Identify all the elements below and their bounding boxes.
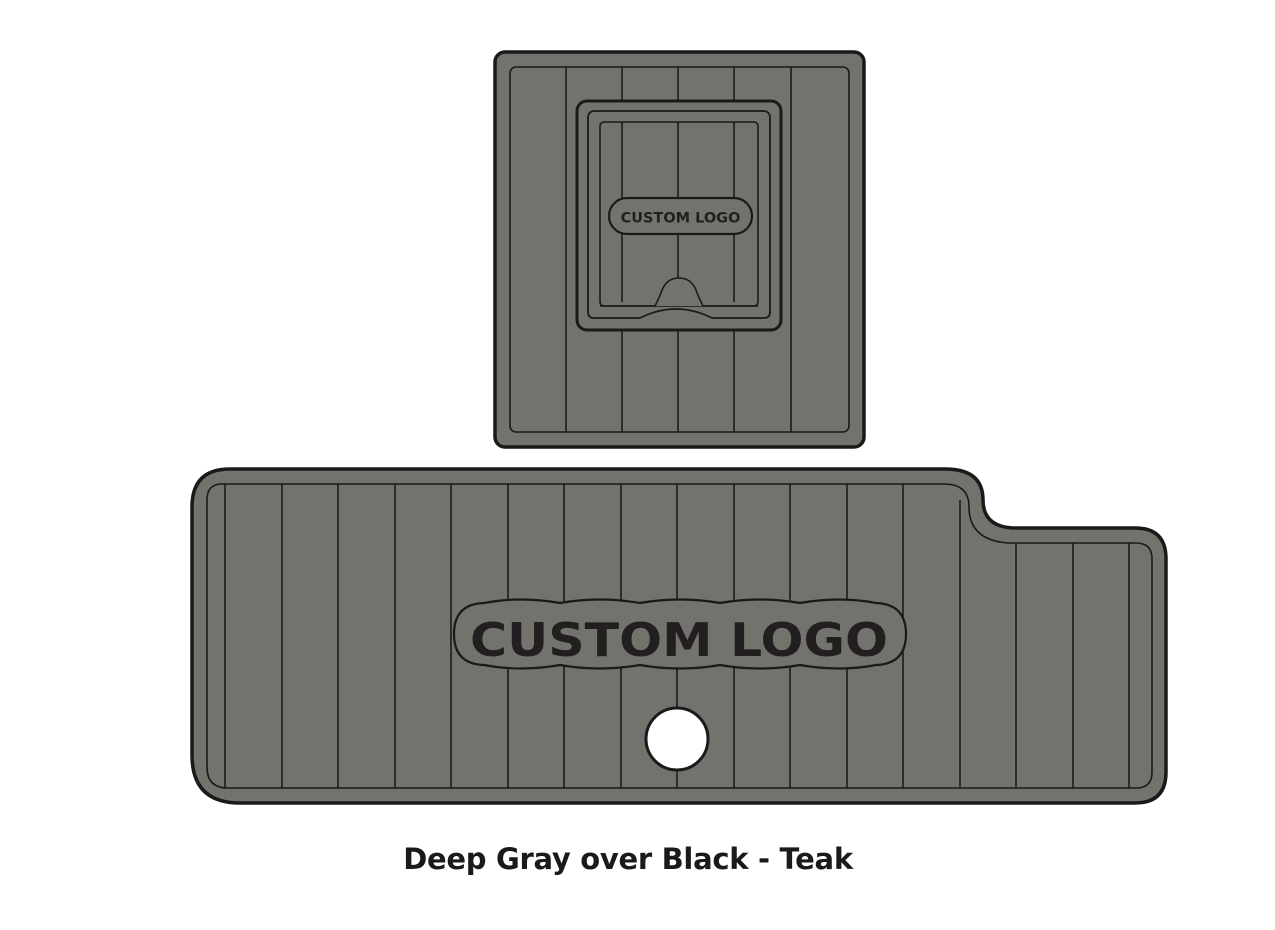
large-pad-inner-border [206,483,1153,789]
large-pad: CUSTOM LOGO [190,467,1168,805]
small-logo-badge: CUSTOM LOGO [607,196,754,236]
small-pad: CUSTOM LOGO [493,50,866,449]
product-caption: Deep Gray over Black - Teak [403,842,853,876]
large-logo-badge: CUSTOM LOGO [452,598,908,670]
through-hole [644,706,710,772]
small-logo-text: CUSTOM LOGO [621,211,741,227]
large-logo-text: CUSTOM LOGO [470,613,888,667]
small-pad-inner-border [509,66,850,433]
